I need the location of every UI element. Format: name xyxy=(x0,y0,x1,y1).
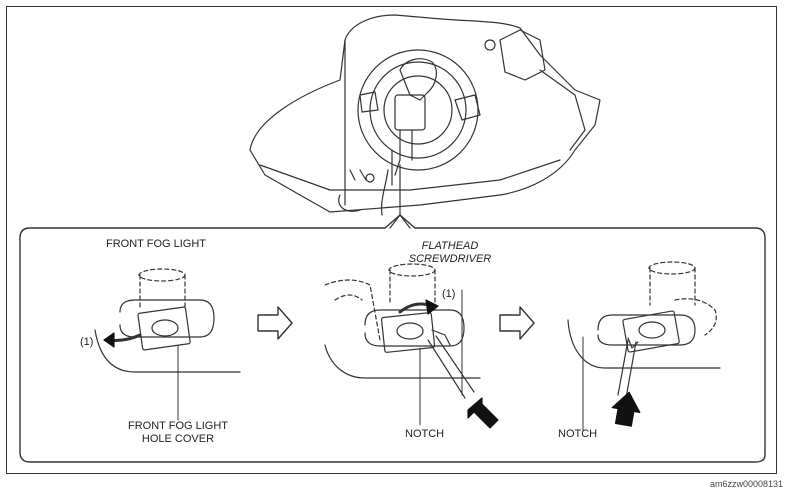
label-flathead-line2: SCREWDRIVER xyxy=(408,253,492,265)
step3-drawing xyxy=(567,261,721,431)
label-notch-middle: NOTCH xyxy=(405,428,445,440)
fog-light-assembly-drawing xyxy=(249,14,601,216)
label-flathead-screwdriver: FLATHEAD SCREWDRIVER xyxy=(405,240,495,266)
detail-inset-box xyxy=(19,214,766,463)
label-hole-cover-line1: FRONT FOG LIGHT xyxy=(127,420,229,432)
figure-frame xyxy=(6,6,777,474)
step1-drawing xyxy=(94,268,241,421)
callout-1-middle: (1) xyxy=(442,288,456,300)
figure-id: am6zzw00008131 xyxy=(709,479,783,489)
detail-pointer xyxy=(389,164,411,229)
callout-1-left: (1) xyxy=(80,336,94,348)
label-hole-cover-line2: HOLE COVER xyxy=(141,433,215,445)
label-notch-right: NOTCH xyxy=(558,428,598,440)
label-front-fog-light: FRONT FOG LIGHT xyxy=(106,238,207,250)
label-flathead-line1: FLATHEAD xyxy=(421,240,479,252)
step2-drawing xyxy=(324,263,481,426)
push-arrow-right xyxy=(611,391,641,427)
step-arrow-1 xyxy=(257,306,293,340)
label-hole-cover: FRONT FOG LIGHT HOLE COVER xyxy=(118,420,238,446)
step-arrow-2 xyxy=(499,306,535,340)
push-arrow-middle xyxy=(467,397,499,429)
